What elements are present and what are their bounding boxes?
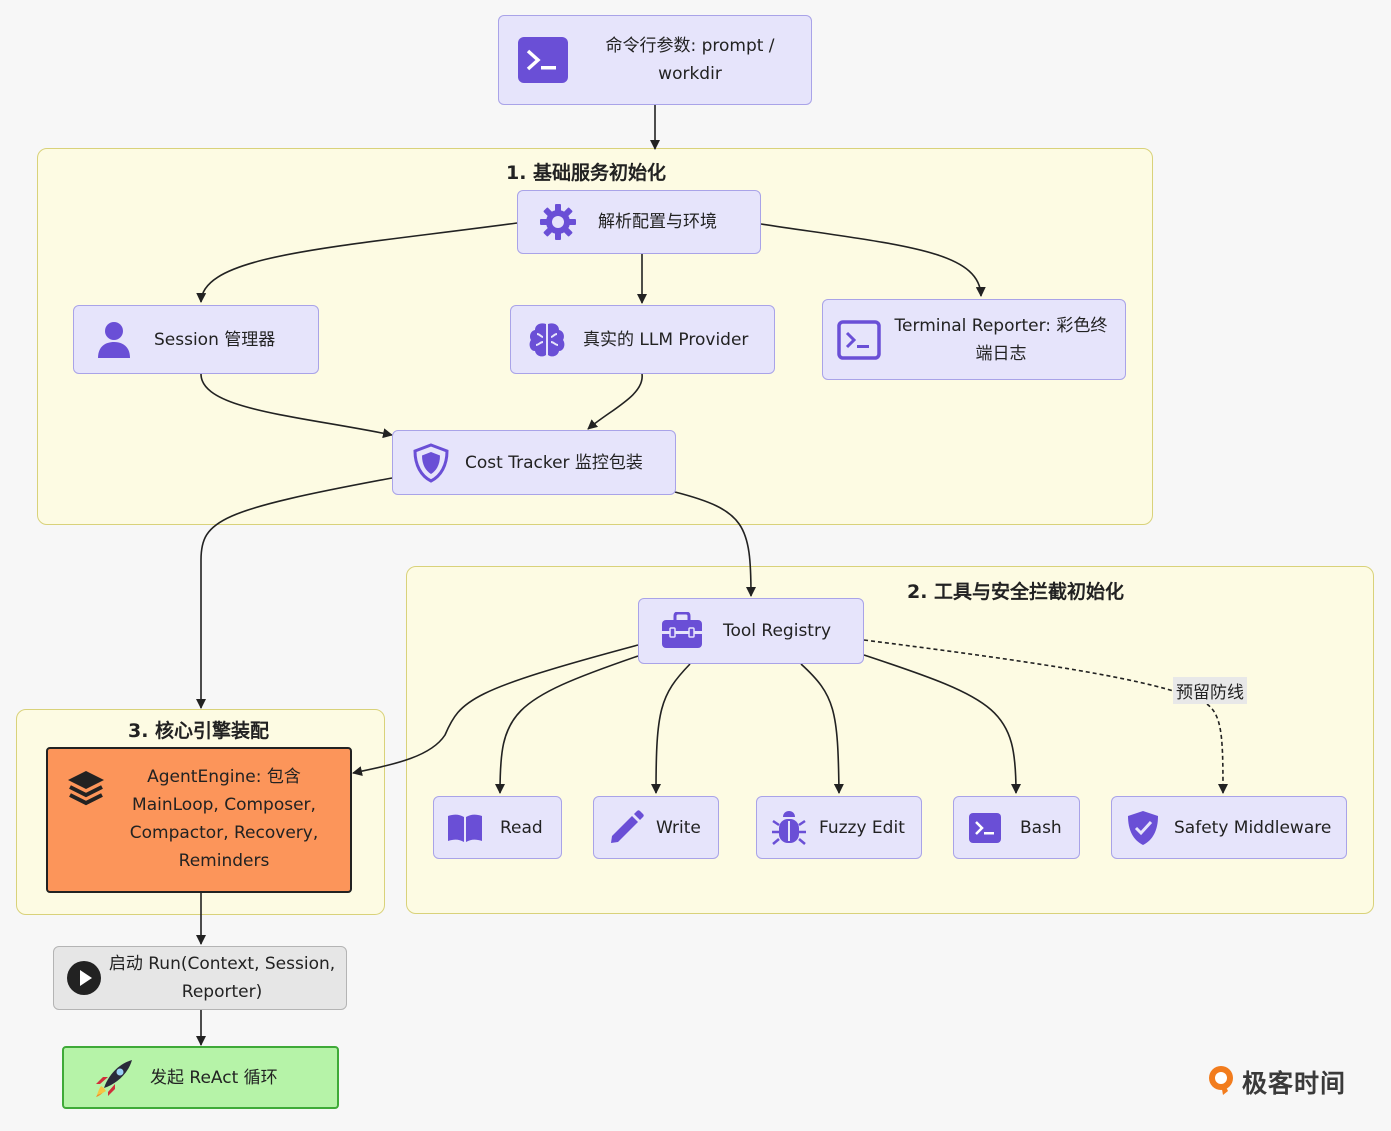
edge-registry-fuzzy: [800, 663, 844, 794]
node-label: 启动 Run(Context, Session, Reporter): [108, 954, 336, 1002]
edge-registry-bash: [863, 654, 1021, 794]
edge-registry-read: [495, 655, 639, 794]
node-label: Write: [656, 817, 701, 838]
node-tool-read[interactable]: Read: [433, 796, 562, 859]
node-tool-registry[interactable]: Tool Registry: [638, 598, 864, 664]
node-label: 发起 ReAct 循环: [150, 1067, 278, 1088]
book-icon: [446, 812, 484, 844]
play-icon: [66, 960, 102, 996]
edge-llm-cost: [587, 373, 643, 430]
group-title: 1. 基础服务初始化: [506, 162, 667, 184]
gear-icon: [538, 202, 578, 242]
node-cli-args[interactable]: 命令行参数: prompt / workdir: [498, 15, 812, 105]
bug-icon: [771, 809, 807, 847]
edge-session-cost: [200, 373, 393, 439]
node-agent-engine[interactable]: AgentEngine: 包含 MainLoop, Composer, Comp…: [46, 747, 352, 893]
node-react-loop[interactable]: 发起 ReAct 循环: [62, 1046, 339, 1109]
node-session-manager[interactable]: Session 管理器: [73, 305, 319, 374]
node-label: Terminal Reporter: 彩色终端日志: [894, 315, 1108, 364]
node-label: Tool Registry: [723, 621, 832, 641]
shield-icon: [413, 442, 449, 483]
toolbox-icon: [661, 612, 703, 650]
logo-icon: [1206, 1064, 1236, 1100]
edge-registry-safety-dashed: [863, 639, 1228, 794]
node-tool-write[interactable]: Write: [593, 796, 719, 859]
group-title: 3. 核心引擎装配: [128, 720, 270, 742]
node-label: Session 管理器: [154, 329, 276, 350]
layers-icon: [66, 769, 106, 809]
group-title: 2. 工具与安全拦截初始化: [907, 581, 1125, 603]
node-label: Fuzzy Edit: [819, 817, 905, 838]
brain-icon: [527, 321, 567, 359]
node-safety-middleware[interactable]: Safety Middleware: [1111, 796, 1347, 859]
node-terminal-reporter[interactable]: Terminal Reporter: 彩色终端日志: [822, 299, 1126, 380]
edge-registry-write: [651, 663, 691, 794]
node-tool-fuzzy-edit[interactable]: Fuzzy Edit: [756, 796, 922, 859]
brand-name: 极客时间: [1242, 1069, 1347, 1098]
node-start-run[interactable]: 启动 Run(Context, Session, Reporter): [53, 946, 347, 1010]
node-parse-config[interactable]: 解析配置与环境: [517, 190, 761, 254]
edge-cost-registry: [674, 491, 756, 597]
brand-logo: 极客时间: [1206, 1064, 1346, 1100]
node-label: Safety Middleware: [1174, 817, 1332, 838]
terminal-icon: [517, 36, 569, 84]
node-label: Read: [500, 817, 543, 838]
edge-config-session: [196, 222, 518, 303]
edge-label-reserved: 预留防线: [1173, 677, 1247, 704]
rocket-icon: [94, 1058, 134, 1098]
node-label: AgentEngine: 包含 MainLoop, Composer, Comp…: [129, 767, 319, 871]
node-label: 命令行参数: prompt / workdir: [605, 36, 775, 84]
node-label: Cost Tracker 监控包装: [465, 452, 643, 473]
edge-cost-engine: [196, 477, 393, 709]
user-icon: [96, 321, 132, 359]
node-tool-bash[interactable]: Bash: [953, 796, 1080, 859]
node-llm-provider[interactable]: 真实的 LLM Provider: [510, 305, 775, 374]
node-label: 真实的 LLM Provider: [583, 329, 749, 350]
pencil-icon: [608, 809, 644, 846]
node-label: 解析配置与环境: [598, 212, 717, 232]
shield-icon: [1126, 810, 1160, 846]
edge-registry-engine: [352, 644, 639, 776]
terminal-icon: [968, 812, 1002, 844]
edge-config-reporter: [760, 223, 986, 297]
node-label: Bash: [1020, 817, 1062, 838]
node-cost-tracker[interactable]: Cost Tracker 监控包装: [392, 430, 676, 495]
terminal-icon: [837, 319, 881, 360]
